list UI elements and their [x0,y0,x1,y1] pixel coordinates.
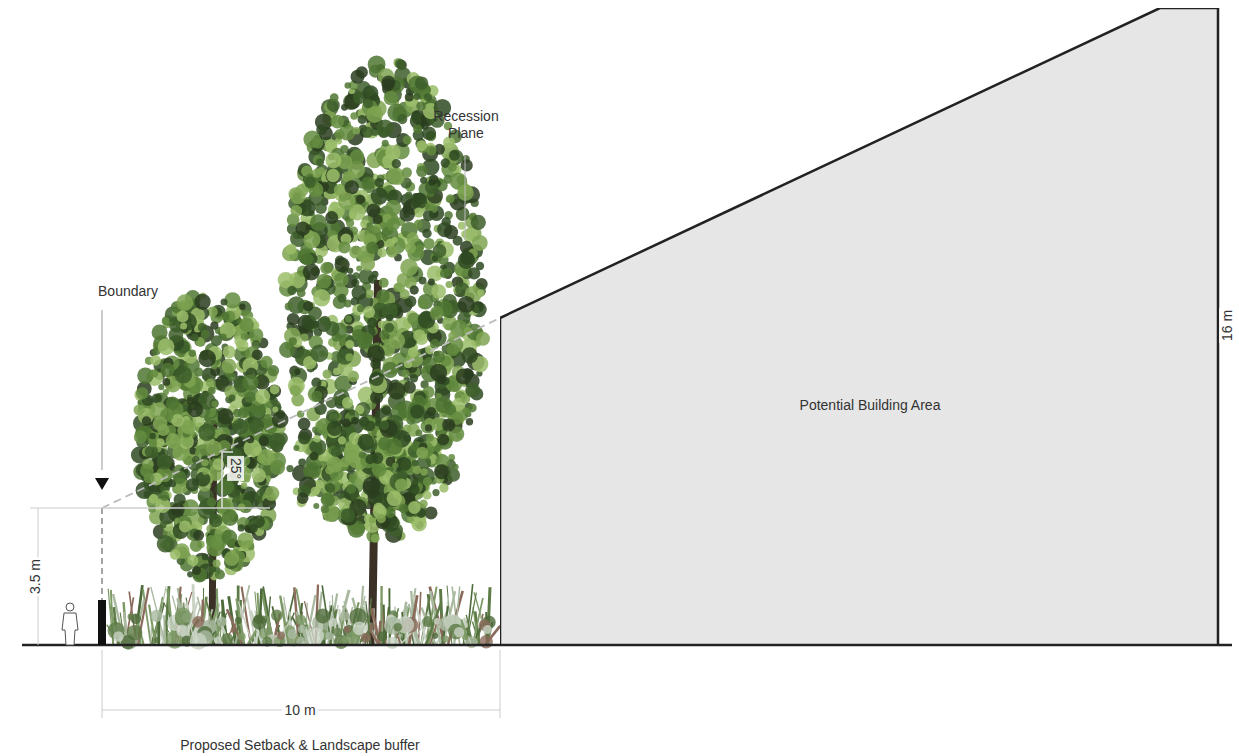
dimension-label: 16 m [1220,307,1237,342]
person-figure [62,603,78,645]
building-envelope [500,8,1220,645]
dimension-label: 10 m [282,702,317,719]
building-area: Potential Building Area [500,8,1220,645]
shrubs [107,584,501,650]
recession-plane-label: Recession Plane [431,108,501,142]
dimension-extension [30,508,102,509]
caption-label: Proposed Setback & Landscape buffer [180,737,419,754]
area-label: Potential Building Area [800,397,941,414]
boundary-dash [101,508,103,600]
boundary-label: Boundary [98,283,158,300]
trees [107,56,501,650]
horizontal-reference [102,507,270,509]
boundary-fence [98,600,106,645]
angle-label: 25° [227,455,244,480]
boundary-marker [95,478,109,490]
recession-plane-line [102,318,500,508]
dimension-label: 3.5 m [27,556,44,595]
tree-foliage [131,56,490,583]
dimension-extension [102,650,103,718]
recession-leader [465,155,466,240]
boundary-leader [102,310,103,470]
dimension-extension [500,650,501,718]
